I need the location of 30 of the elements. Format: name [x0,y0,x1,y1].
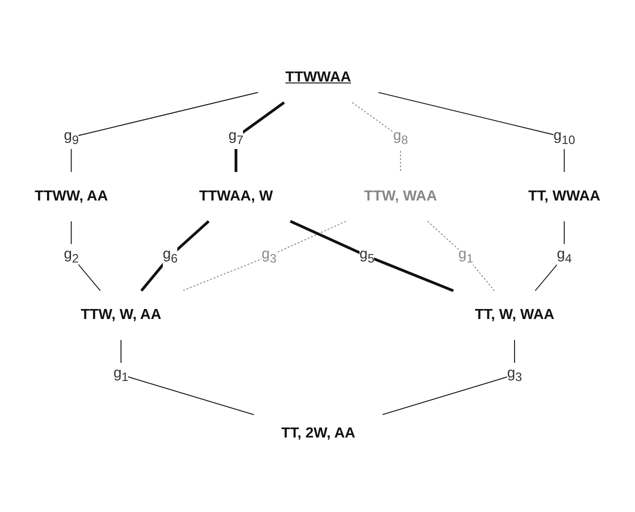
edge-label: g$_{1}$ [458,246,474,266]
connector [352,102,401,172]
node-text: TT, WWAA [528,188,600,204]
edge-label: g$_{6}$ [162,246,178,266]
node-text: TTW, W, AA [80,307,162,323]
edge-label: g$_{4}$ [556,246,572,266]
connector [140,220,210,292]
connector [382,340,516,416]
node-text: TTWAA, W [199,188,273,204]
node-text: TTWWAA [285,70,352,86]
connector [290,220,454,292]
node-text: TTWW, AA [34,188,108,204]
node-text: TT, 2W, AA [281,426,356,442]
edge-label: g$_{2}$ [64,246,79,266]
edge-label: g$_{3}$ [507,366,522,384]
node-text: TTW, WAA [364,188,437,204]
edge-label: g$_{3}$ [262,246,276,266]
connector [378,92,565,172]
edge-label: g$_{5}$ [360,246,374,266]
edge-label: g$_{1}$ [114,366,128,384]
node-text: TT, W, WAA [474,307,554,323]
edge-label: g$_{10}$ [553,128,576,146]
edge-label: g$_{7}$ [228,128,244,146]
connector [234,101,285,172]
edge-label: g$_{9}$ [64,128,79,146]
connector [427,220,495,292]
connector [182,220,346,292]
edge-label: g$_{8}$ [393,128,408,146]
connector [120,340,254,416]
connector [70,92,259,172]
